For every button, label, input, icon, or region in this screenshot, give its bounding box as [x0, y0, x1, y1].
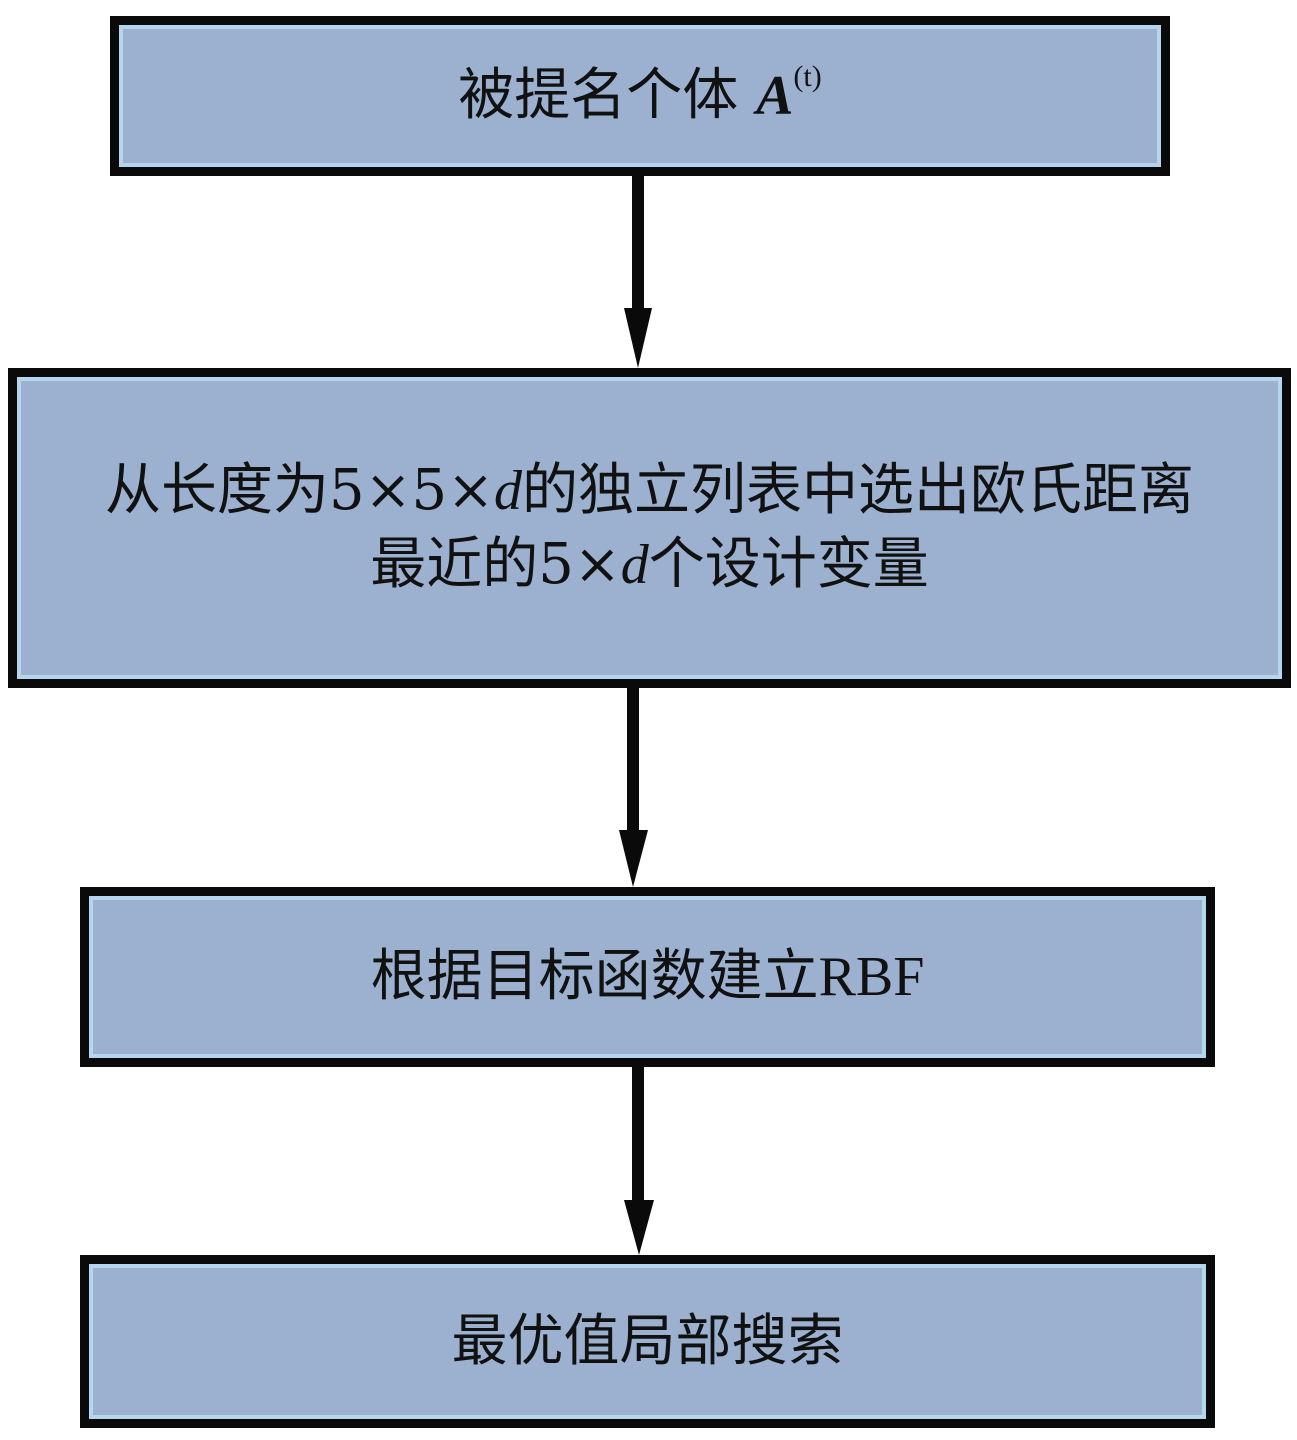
- edge-n1-n2: [624, 176, 652, 368]
- arrow-head-icon: [624, 1200, 654, 1255]
- text-segment: 根据目标函数建立: [370, 944, 819, 1009]
- node-nominated-individual: 被提名个体 A(t): [110, 16, 1170, 176]
- node-label: 被提名个体 A(t): [458, 59, 822, 133]
- node-label: 最优值局部搜索: [451, 1308, 844, 1374]
- text-segment: 的独立列表中选出欧氏距离: [522, 458, 1195, 523]
- arrow-head-icon: [624, 308, 652, 368]
- edge-n3-n4: [624, 1067, 654, 1255]
- math-variable-A: A: [756, 65, 794, 127]
- node-select-nearest-variables: 从长度为5×5×d的独立列表中选出欧氏距离 最近的5×d个设计变量: [8, 368, 1291, 688]
- text-segment: 从长度为5×5×: [104, 458, 495, 523]
- superscript-t: (t): [793, 60, 822, 93]
- label-line-1: 从长度为5×5×d的独立列表中选出欧氏距离: [105, 454, 1194, 528]
- math-variable-d: d: [620, 534, 649, 596]
- node-label: 根据目标函数建立RBF: [371, 940, 925, 1014]
- node-label: 从长度为5×5×d的独立列表中选出欧氏距离 最近的5×d个设计变量: [105, 454, 1194, 602]
- text-segment: 个设计变量: [648, 532, 929, 597]
- edge-n2-n3: [619, 688, 648, 887]
- node-local-search: 最优值局部搜索: [80, 1255, 1215, 1428]
- rbf-text: RBF: [818, 946, 925, 1008]
- node-text: 被提名个体: [458, 63, 757, 128]
- label-line-2: 最近的5×d个设计变量: [105, 528, 1194, 602]
- arrow-head-icon: [619, 830, 648, 887]
- math-variable-d: d: [494, 460, 523, 522]
- text-segment: 最近的5×: [370, 532, 621, 597]
- node-build-rbf: 根据目标函数建立RBF: [80, 887, 1215, 1067]
